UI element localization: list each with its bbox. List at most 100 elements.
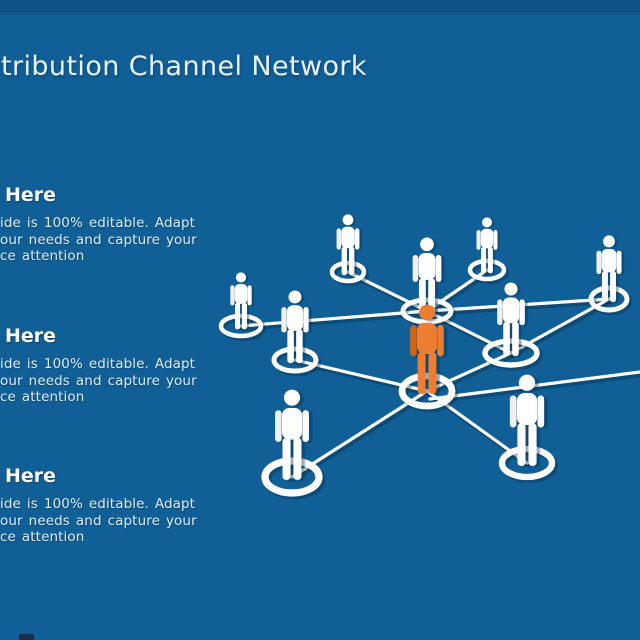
person-leg-right [487, 247, 493, 274]
person-arm-right [519, 299, 525, 326]
text-block-2-heading: Here [5, 325, 57, 347]
person-head [603, 235, 615, 248]
person-leg-right [241, 302, 247, 330]
person-arm-left [476, 230, 481, 250]
person-torso [417, 322, 437, 355]
person-arm-left [497, 299, 503, 326]
person-arm-right [247, 285, 252, 306]
connector-line [239, 309, 429, 328]
person-head [504, 282, 518, 296]
text-block-1-line-2: our needs and capture your [0, 231, 197, 248]
person-leg-right [610, 271, 617, 303]
person-arm-right [354, 228, 360, 250]
person-bottom-right [509, 374, 545, 466]
connector-shadow [430, 373, 640, 404]
person-leg-left [282, 437, 291, 480]
person-leg-left [235, 302, 241, 330]
person-bottom-left [275, 389, 309, 480]
person-arm-right [537, 395, 545, 428]
person-arm-right [616, 250, 622, 275]
text-block-2-line-2: our needs and capture your [0, 372, 197, 389]
node-ring [400, 297, 454, 325]
connector-line [425, 351, 513, 393]
person-torso [234, 283, 248, 304]
person-left-mid [281, 290, 309, 364]
person-torso [341, 226, 355, 249]
person-leg-right [528, 423, 537, 466]
person-leg-left [287, 329, 294, 364]
person-leg-left [601, 271, 608, 303]
person-leg-right [428, 352, 437, 394]
connector-shadow [348, 273, 431, 316]
node-ring [271, 346, 319, 374]
person-arm-left [336, 228, 342, 250]
person-torso [601, 249, 617, 273]
person-arm-right [303, 307, 309, 333]
node-ring [588, 285, 630, 313]
person-head [482, 217, 492, 228]
person-leg-right [348, 246, 355, 276]
person-arm-right [435, 255, 442, 282]
person-leg-left [341, 246, 348, 276]
slide-top-strip [0, 0, 640, 15]
person-torso [418, 253, 436, 280]
text-block-3-line-1: ide is 100% editable. Adapt [0, 496, 196, 512]
person-head [518, 374, 536, 391]
person-top-left [336, 214, 360, 276]
text-block-1-heading: Here [5, 184, 57, 206]
central-orange-person [410, 304, 444, 394]
node-ring [498, 445, 556, 481]
person-arm-left [281, 307, 287, 333]
connector-line [428, 370, 640, 401]
person-far-left [230, 272, 252, 330]
person-top-right [476, 217, 498, 274]
person-head [235, 272, 247, 283]
person-arm-left [230, 285, 235, 306]
person-leg-left [503, 321, 510, 357]
person-arm-right [302, 410, 309, 442]
text-block-1-line-1: ide is 100% editable. Adapt [0, 215, 196, 231]
node-ring [482, 338, 540, 368]
person-leg-left [417, 352, 426, 394]
text-block-2-line-1: ide is 100% editable. Adapt [0, 356, 196, 372]
person-head [342, 214, 354, 226]
node-ring [467, 258, 507, 282]
person-arm-right [437, 325, 444, 357]
person-arm-right [493, 230, 498, 250]
node-ring [261, 457, 323, 497]
text-block-3-line-3: ce attention [0, 529, 85, 545]
person-arm-left [596, 250, 602, 275]
person-leg-left [481, 247, 487, 274]
person-head [288, 290, 302, 304]
person-arm-left [509, 395, 517, 428]
connector-shadow [295, 361, 431, 396]
person-head [420, 237, 434, 252]
text-block-3-line-2: our needs and capture your [0, 512, 197, 529]
node-ring [398, 372, 456, 410]
person-arm-left [275, 410, 282, 442]
person-torso [480, 228, 494, 249]
person-leg-left [517, 423, 526, 466]
person-far-right [596, 235, 622, 303]
person-torso [502, 297, 520, 324]
text-block-3-heading: Here [5, 465, 57, 487]
crop-artifact-mark [19, 634, 34, 640]
node-ring [329, 260, 367, 284]
person-leg-right [512, 321, 519, 357]
person-arm-left [410, 325, 417, 357]
person-leg-right [296, 329, 303, 364]
connector-shadow [241, 312, 431, 331]
person-head [419, 304, 435, 321]
text-block-2-line-3: ce attention [0, 389, 85, 405]
node-ring [218, 313, 264, 339]
text-block-1-line-3: ce attention [0, 248, 85, 264]
person-head [283, 389, 301, 406]
person-torso [516, 393, 538, 426]
person-arm-left [412, 255, 419, 282]
connector-line [290, 389, 429, 479]
slide-title: tribution Channel Network [1, 51, 367, 82]
person-right-mid [497, 282, 525, 357]
person-torso [286, 305, 304, 331]
person-leg-right [293, 437, 302, 480]
